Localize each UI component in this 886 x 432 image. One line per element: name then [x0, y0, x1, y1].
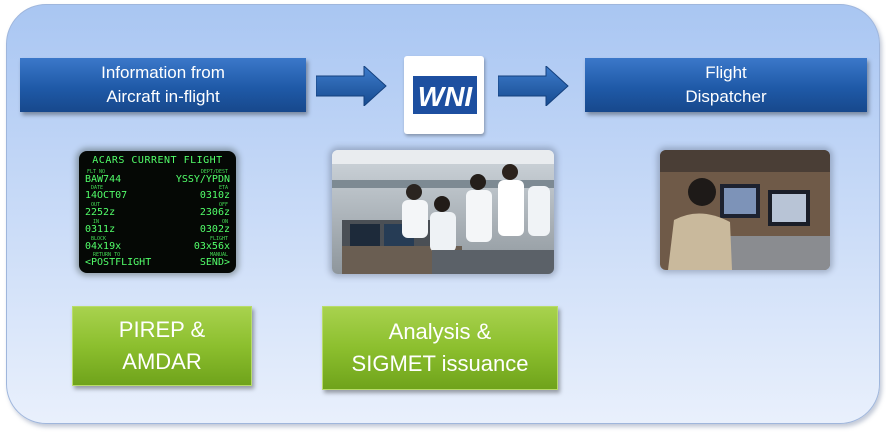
info-from-aircraft-box: Information from Aircraft in-flight [20, 58, 306, 112]
acars-label: IN [93, 219, 100, 225]
acars-label: DATE [91, 185, 104, 191]
acars-value: 04x19x [85, 241, 122, 252]
dispatcher-box-line1: Flight [705, 63, 747, 82]
acars-title: ACARS CURRENT FLIGHT [92, 155, 223, 166]
acars-label: BLOCK [91, 236, 107, 242]
acars-value: 0302z [199, 224, 230, 235]
analysis-sigmet-box: Analysis & SIGMET issuance [322, 306, 558, 390]
dispatcher-box-line2: Dispatcher [685, 87, 767, 106]
right-arrow-icon [316, 66, 387, 106]
analysis-line2: SIGMET issuance [351, 351, 529, 376]
acars-label: ETA [218, 185, 228, 191]
acars-label: OFF [218, 202, 228, 208]
wni-logo: WNI [404, 56, 484, 134]
acars-value: 03x56x [193, 241, 230, 252]
acars-value: BAW744 [85, 174, 122, 185]
pirep-line2: AMDAR [122, 349, 202, 374]
acars-label: FLT NO [87, 169, 106, 175]
acars-value: 14OCT07 [85, 190, 128, 201]
acars-label: DEPT/DEST [200, 169, 228, 175]
flight-dispatcher-box: Flight Dispatcher [585, 58, 867, 112]
pirep-line1: PIREP & [118, 317, 206, 342]
analysis-line1: Analysis & [388, 319, 492, 344]
acars-label: FLIGHT [209, 236, 228, 242]
acars-value: 0311z [85, 224, 116, 235]
acars-value: 2252z [85, 207, 116, 218]
info-box-line1: Information from [101, 63, 225, 82]
acars-value: YSSY/YPDN [175, 174, 230, 185]
acars-label: ON [221, 219, 228, 225]
right-arrow-icon [498, 66, 569, 106]
info-box-line2: Aircraft in-flight [106, 87, 220, 106]
analysis-team-photo [332, 150, 554, 274]
flight-dispatcher-photo [660, 150, 830, 270]
wni-logo-text: WNI [418, 81, 474, 112]
pirep-amdar-box: PIREP & AMDAR [72, 306, 252, 386]
acars-label: RETURN TO [93, 252, 121, 258]
acars-value: SEND> [199, 257, 230, 268]
acars-value: 2306z [199, 207, 230, 218]
acars-label: OUT [91, 202, 101, 208]
acars-value: <POSTFLIGHT [85, 257, 152, 268]
wni-logo-icon: WNI [413, 76, 477, 114]
acars-display: ACARS CURRENT FLIGHT FLT NO DEPT/DEST BA… [79, 151, 236, 273]
acars-value: 0310z [199, 190, 230, 201]
acars-label: MANUAL [209, 252, 228, 258]
